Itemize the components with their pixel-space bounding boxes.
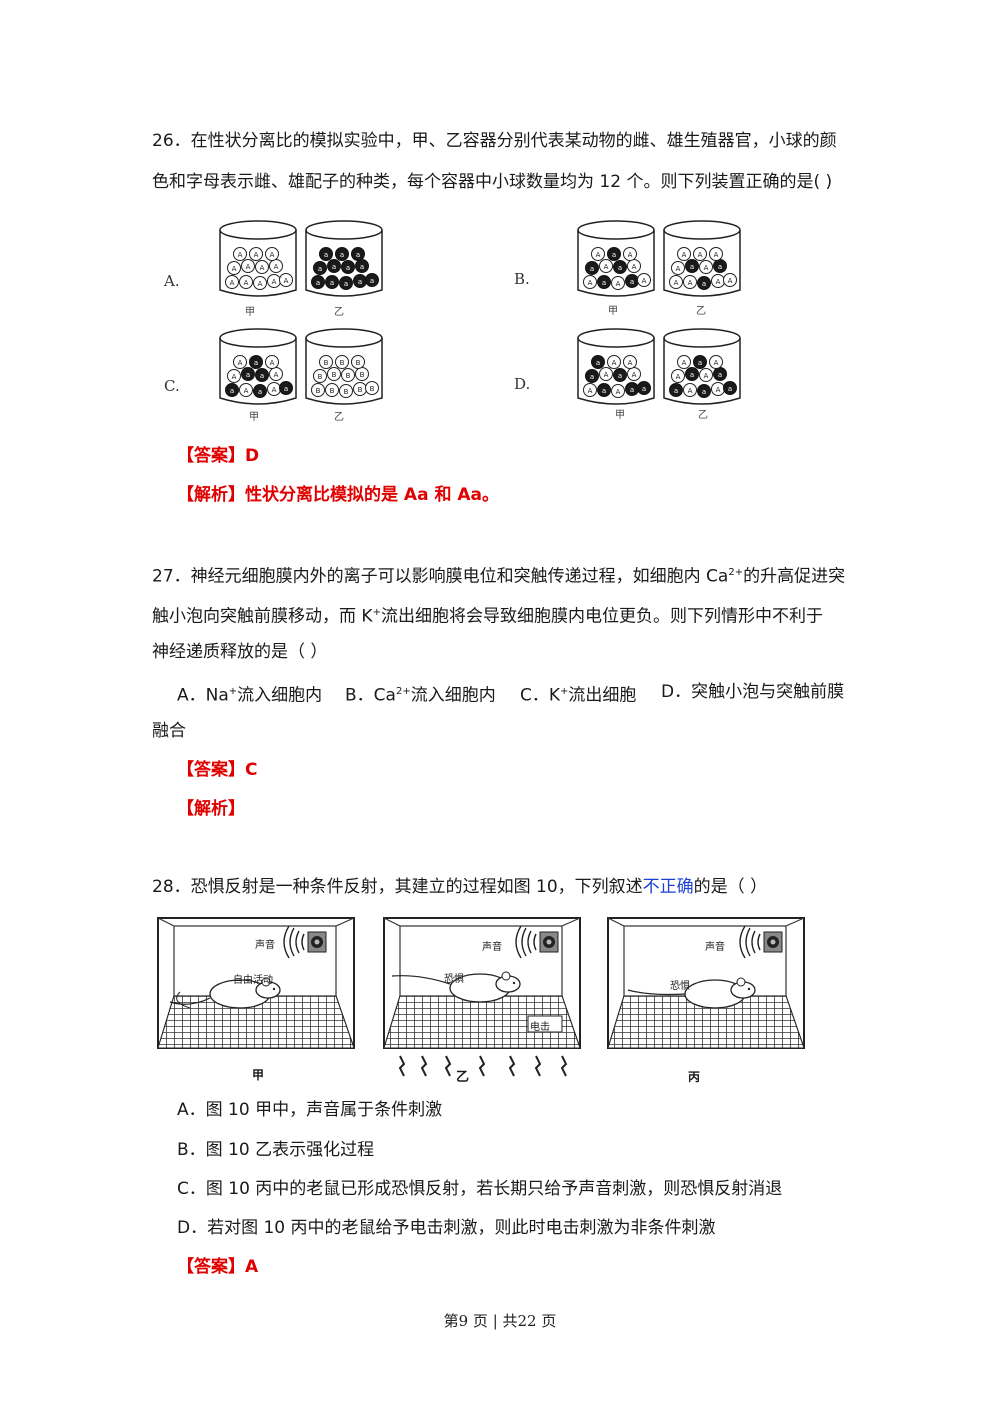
q26-d-beaker-jia [577, 328, 655, 405]
q28-option-b: B．图 10 乙表示强化过程 [177, 1140, 375, 1160]
q26-c-beaker-yi [305, 328, 383, 405]
q27-answer: 【答案】C [177, 760, 258, 780]
q27-stem-line1: 27．神经元细胞膜内外的离子可以影响膜电位和突触传递过程，如细胞内 Ca2+的升… [152, 566, 846, 587]
q26-c-caption-yi: 乙 [334, 412, 344, 423]
q28-panel3-state-label: 恐惧 [670, 981, 690, 992]
q26-a-beaker-jia [219, 220, 297, 297]
q26-beaker-figure: A a B [219, 220, 741, 405]
q27-option-c: C．K+流出细胞 [520, 685, 637, 706]
q28-panel2-shock-label: 电击 [530, 1022, 550, 1033]
q28-panel3-sound-label: 声音 [705, 942, 725, 953]
q26-option-c-label: C. [164, 377, 180, 395]
q26-option-d-label: D. [514, 375, 531, 393]
q26-a-caption-jia: 甲 [245, 307, 255, 318]
q28-panel2-caption: 乙 [456, 1070, 470, 1085]
q26-b-beaker-yi [663, 220, 741, 297]
q28-panel-yi [383, 917, 581, 1077]
q28-panel-jia [157, 917, 355, 1049]
q26-b-beaker-jia [577, 220, 655, 297]
q26-answer: 【答案】D [177, 446, 260, 466]
q26-a-caption-yi: 乙 [334, 307, 344, 318]
q26-option-b-label: B. [514, 270, 530, 288]
q27-option-a: A．Na+流入细胞内 [177, 685, 323, 706]
q26-b-caption-jia: 甲 [608, 306, 618, 317]
q26-analysis: 【解析】性状分离比模拟的是 Aa 和 Aa。 [177, 485, 500, 505]
q26-b-caption-yi: 乙 [696, 306, 706, 317]
q28-panel-bing [607, 917, 805, 1049]
q28-panel2-state-label: 恐惧 [444, 974, 464, 985]
q27-option-b: B．Ca2+流入细胞内 [345, 685, 496, 706]
q27-stem-line2: 触小泡向突触前膜移动，而 K+流出细胞将会导致细胞膜内电位更负。则下列情形中不利… [152, 606, 823, 627]
q28-answer: 【答案】A [177, 1257, 259, 1277]
q26-stem-line2: 色和字母表示雌、雄配子的种类，每个容器中小球数量均为 12 个。则下列装置正确的… [152, 172, 833, 192]
q27-option-d: D．突触小泡与突触前膜 [661, 682, 845, 702]
q28-option-a: A．图 10 甲中，声音属于条件刺激 [177, 1100, 443, 1120]
q28-panel1-sound-label: 声音 [255, 940, 275, 951]
q26-option-a-label: A. [164, 272, 180, 290]
q28-panel1-state-label: 自由活动 [233, 975, 273, 986]
q28-panel2-sound-label: 声音 [482, 942, 502, 953]
q28-emphasis-not-correct: 不正确 [642, 877, 694, 897]
q26-c-beaker-jia [219, 328, 297, 405]
q28-panel1-caption: 甲 [252, 1068, 265, 1082]
q27-stem-line3: 神经递质释放的是（ ） [152, 642, 328, 662]
q28-option-d: D．若对图 10 丙中的老鼠给予电击刺激，则此时电击刺激为非条件刺激 [177, 1218, 716, 1238]
q26-stem-line1: 26．在性状分离比的模拟实验中，甲、乙容器分别代表某动物的雌、雄生殖器官，小球的… [152, 131, 837, 151]
q26-d-caption-yi: 乙 [698, 410, 708, 421]
page-footer: 第9 页 | 共22 页 [443, 1312, 557, 1330]
q28-stem-line1: 28．恐惧反射是一种条件反射，其建立的过程如图 10，下列叙述不正确的是（ ） [152, 877, 768, 897]
q28-option-c: C．图 10 丙中的老鼠已形成恐惧反射，若长期只给予声音刺激，则恐惧反射消退 [177, 1179, 783, 1199]
q26-d-caption-jia: 甲 [615, 410, 625, 421]
q26-a-beaker-yi [305, 220, 383, 297]
q28-figure-10 [157, 917, 805, 1077]
q27-option-d-continued: 融合 [152, 721, 186, 741]
q26-c-caption-jia: 甲 [249, 412, 259, 423]
q28-panel3-caption: 丙 [688, 1070, 701, 1084]
q26-d-beaker-yi [663, 328, 741, 405]
q27-analysis: 【解析】 [177, 799, 245, 819]
